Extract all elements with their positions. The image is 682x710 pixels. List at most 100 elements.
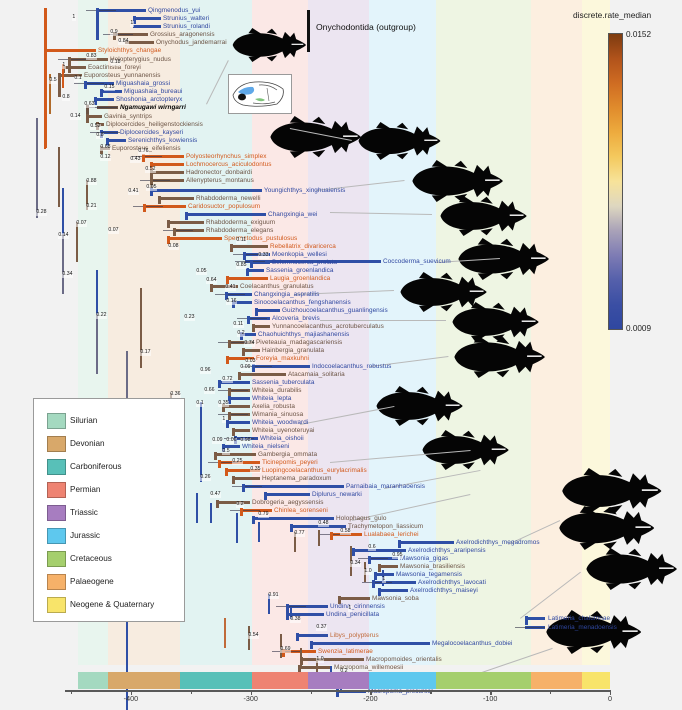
internal-branch-connector xyxy=(243,252,246,260)
fish-silhouette-allenypterus xyxy=(262,116,366,158)
tip-label: Whiteia_lepta xyxy=(252,395,292,402)
axis-tick xyxy=(490,690,492,695)
tip-label: Holopterygius_nudus xyxy=(110,56,171,63)
internal-branch-connector xyxy=(242,348,245,356)
backbone-connector xyxy=(210,503,213,523)
colorbar-title: discrete.rate_median xyxy=(573,10,652,20)
terminal-branch xyxy=(252,517,334,520)
tip-label: Macropomoides_orientalis xyxy=(366,656,442,663)
node-support-value: 0.79 xyxy=(258,511,269,518)
tip-label: Mawsonia_soba xyxy=(372,595,419,602)
tip-label: Miguashaia_bureaui xyxy=(124,88,183,95)
hpd-bar xyxy=(218,413,248,416)
tip-label: Heptanema_paradoxum xyxy=(262,475,332,482)
terminal-branch xyxy=(142,155,184,158)
tip-label: Strunius_rolandi xyxy=(163,23,210,30)
tip-label: Mawsonia_gigas xyxy=(400,555,449,562)
tip-label: Mawsonia_tegamensis xyxy=(396,571,462,578)
tip-label: Piveteauia_madagascariensis xyxy=(256,339,343,346)
tip-label: Moenkopia_wellesi xyxy=(272,251,327,258)
tip-label: Dobrogeria_aegyssensis xyxy=(252,499,324,506)
tip-label: Axelrodichthys_maiseyi xyxy=(410,587,478,594)
node-support-value: 0.36 xyxy=(170,391,181,398)
node-support-value: 0.41 xyxy=(128,188,139,195)
hpd-bar xyxy=(90,131,120,134)
tip-label: Coelacanthus_granulatus xyxy=(240,283,314,290)
hpd-bar xyxy=(87,106,117,109)
hpd-bar xyxy=(242,365,272,368)
node-support-value: 0.14 xyxy=(70,113,81,120)
internal-branch-connector xyxy=(264,492,267,500)
backbone-connector xyxy=(280,634,283,658)
tip-label: Whiteia_oishoii xyxy=(260,435,304,442)
node-support-value: 0.25 xyxy=(232,458,243,465)
axis-minor-tick xyxy=(550,690,552,694)
terminal-branch xyxy=(226,357,254,360)
node-support-value: 0.11 xyxy=(233,321,244,328)
tip-label: Atacamaia_solitaria xyxy=(288,371,345,378)
fish-silhouette-mawsonia xyxy=(552,468,668,514)
internal-branch-connector xyxy=(232,428,235,436)
internal-branch-connector xyxy=(150,170,153,178)
backbone-connector xyxy=(200,402,203,482)
axis-minor-tick xyxy=(70,690,73,694)
internal-branch-connector xyxy=(214,452,217,460)
node-support-value: 0.54 xyxy=(248,632,259,639)
terminal-branch xyxy=(150,189,262,192)
internal-branch-connector xyxy=(398,540,401,548)
backbone-connector xyxy=(126,610,129,710)
internal-branch-connector xyxy=(240,508,243,516)
node-support-value: 0.2 xyxy=(237,330,245,337)
tip-label: Sassenia_groenlandica xyxy=(266,267,334,274)
terminal-branch xyxy=(100,90,122,93)
internal-branch-connector xyxy=(150,178,153,188)
internal-branch-connector xyxy=(296,633,299,641)
node-support-value: 0.77 xyxy=(294,530,305,537)
terminal-branch xyxy=(525,617,545,620)
node-support-value: 0.64 xyxy=(206,277,217,284)
tip-label: Whiteia_woodwardi xyxy=(252,419,309,426)
internal-branch-connector xyxy=(336,689,339,697)
internal-branch-connector xyxy=(96,24,99,40)
tip-label: Hainbergia_granulata xyxy=(262,347,325,354)
tip-label: Polyosteorhynchus_simplex xyxy=(186,153,267,160)
tip-label: Swenzia_latimerae xyxy=(318,648,373,655)
internal-branch-connector xyxy=(228,340,231,348)
node-support-value: 0.05 xyxy=(196,268,207,275)
terminal-branch xyxy=(230,245,268,248)
internal-branch-connector xyxy=(286,604,289,612)
fish-silhouette-onychodontid xyxy=(228,28,308,62)
tip-label: Changxingia_aspratilis xyxy=(254,291,320,298)
legend-swatch-cretaceous xyxy=(47,551,66,567)
tip-label: Trachymetopon_liassicum xyxy=(348,523,424,530)
terminal-branch xyxy=(252,365,310,368)
tip-label: Eoactinistia_foreyi xyxy=(88,64,141,71)
terminal-branch xyxy=(232,301,252,304)
internal-branch-connector xyxy=(167,236,170,244)
internal-branch-connector xyxy=(210,284,213,292)
legend-swatch-devonian xyxy=(47,436,66,452)
hpd-bar xyxy=(224,437,254,440)
tip-label: Grossius_aragonensis xyxy=(150,31,215,38)
tip-label: Luopingcoelacanthus_eurylacrimalis xyxy=(262,467,367,474)
tip-label: Alcoveria_brevis xyxy=(272,315,320,322)
terminal-branch xyxy=(226,421,250,424)
internal-branch-connector xyxy=(228,412,231,420)
tip-label: Wimania_sinuosa xyxy=(252,411,304,418)
hpd-bar xyxy=(218,389,248,392)
node-support-value: 1 xyxy=(348,605,352,612)
backbone-connector xyxy=(140,288,143,368)
backbone-connector xyxy=(290,607,293,619)
internal-branch-connector xyxy=(228,388,231,396)
node-support-value: 0.52 xyxy=(90,123,101,130)
backbone-connector xyxy=(62,64,65,88)
legend-label: Devonian xyxy=(70,439,105,448)
internal-branch-connector xyxy=(228,396,231,404)
internal-branch-connector xyxy=(158,196,161,204)
terminal-branch xyxy=(255,309,280,312)
node-support-value: 0.14 xyxy=(58,232,69,239)
tip-label: Qingmenodus_yui xyxy=(148,7,201,14)
node-support-value: 0.1 xyxy=(74,75,82,82)
terminal-branch xyxy=(240,333,256,336)
node-support-value: 0.1 xyxy=(196,400,204,407)
